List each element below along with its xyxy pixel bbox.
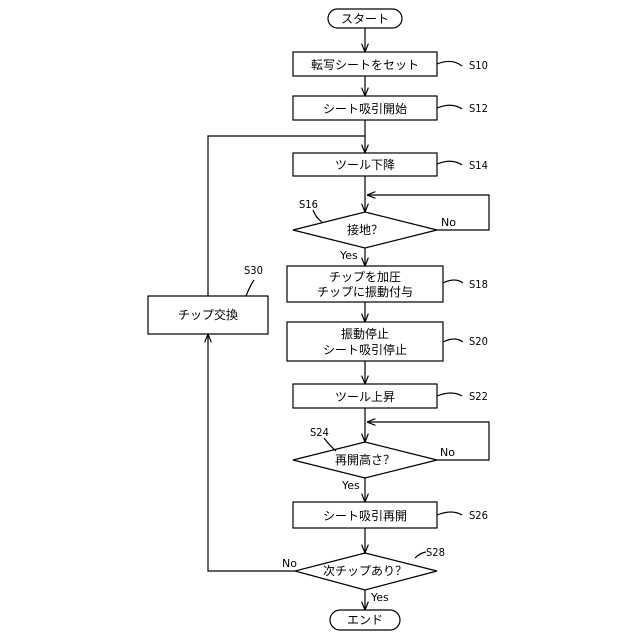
s26-label: シート吸引再開 [323, 509, 407, 523]
decision-s28: 次チップあり？ [295, 553, 437, 590]
step-s12: S12 [469, 102, 488, 115]
step-s18: S18 [469, 278, 488, 291]
s12-leader [437, 105, 462, 109]
s28-yes-label: Yes [370, 591, 389, 604]
process-s26: シート吸引再開 [293, 502, 437, 528]
s12-label: シート吸引開始 [323, 102, 407, 116]
s30-label: チップ交換 [178, 307, 238, 322]
start-label: スタート [341, 12, 389, 26]
s26-leader [437, 512, 462, 515]
s24-leader [324, 438, 336, 451]
start-terminal: スタート [328, 9, 402, 28]
s28-no-label: No [282, 557, 297, 570]
step-labels: S10 S12 S14 S16 S18 S20 S22 S24 S26 S28 … [244, 59, 488, 559]
s18-label-line2: チップに振動付与 [317, 285, 413, 299]
s22-leader [437, 393, 462, 396]
s16-no-label: No [441, 216, 456, 229]
process-s12: シート吸引開始 [293, 96, 437, 120]
decision-s24: 再開高さ？ [293, 442, 437, 478]
step-s10: S10 [469, 59, 488, 72]
s10-label: 転写シートをセット [311, 58, 419, 72]
s16-label: 接地？ [347, 222, 383, 237]
process-s20: 振動停止 シート吸引停止 [287, 322, 443, 361]
s20-label-line1: 振動停止 [341, 326, 389, 341]
process-s14: ツール下降 [293, 153, 437, 176]
end-label: エンド [347, 613, 383, 627]
process-s30: チップ交換 [148, 296, 268, 334]
arrow-s28-no-s30 [208, 334, 295, 571]
step-s26: S26 [469, 509, 488, 522]
s24-label: 再開高さ？ [335, 452, 395, 467]
process-s10: 転写シートをセット [293, 52, 437, 76]
s14-leader [437, 161, 462, 165]
step-s22: S22 [469, 390, 488, 403]
s16-yes-label: Yes [339, 249, 358, 262]
s10-leader [437, 61, 462, 66]
step-s30: S30 [244, 264, 263, 277]
s20-label-line2: シート吸引停止 [323, 342, 407, 357]
s28-label: 次チップあり？ [323, 564, 407, 578]
process-s18: チップを加圧 チップに振動付与 [287, 266, 443, 302]
s16-leader [313, 210, 322, 222]
s14-label: ツール下降 [335, 158, 395, 172]
decision-s16: 接地？ [293, 212, 437, 248]
s30-leader [246, 280, 254, 296]
s28-leader [415, 552, 426, 558]
step-s20: S20 [469, 335, 488, 348]
s18-leader [443, 280, 463, 283]
process-s22: ツール上昇 [293, 384, 437, 408]
step-s28: S28 [426, 546, 445, 559]
step-s16: S16 [299, 198, 318, 211]
step-s24: S24 [310, 426, 329, 439]
step-s14: S14 [469, 159, 488, 172]
s24-yes-label: Yes [341, 479, 360, 492]
s22-label: ツール上昇 [335, 390, 395, 404]
end-terminal: エンド [330, 610, 400, 630]
s24-no-label: No [440, 446, 455, 459]
s18-label-line1: チップを加圧 [329, 270, 401, 284]
s20-leader [443, 339, 463, 342]
